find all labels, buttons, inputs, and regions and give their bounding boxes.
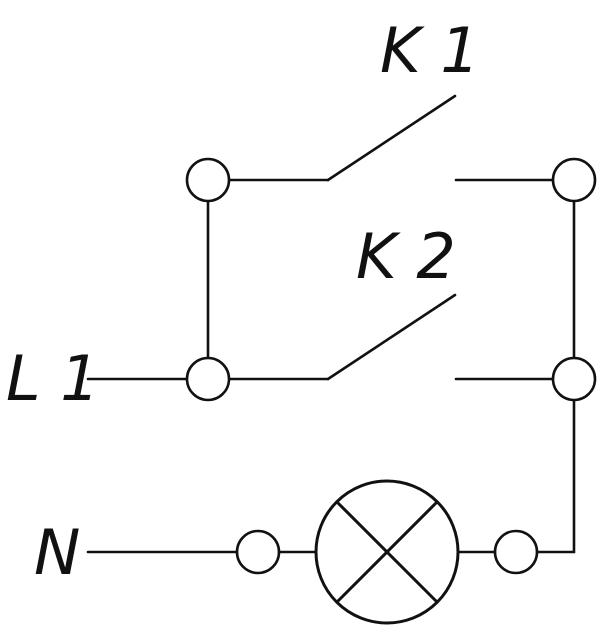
switches: [326, 94, 457, 381]
l1-label: L 1: [6, 342, 100, 415]
k2-switch-blade: [326, 293, 457, 381]
terminal-circle-icon: [185, 356, 231, 402]
terminal-circle-icon: [551, 157, 597, 203]
terminal-circle-icon: [493, 529, 539, 575]
terminal-circle-icon: [551, 356, 597, 402]
k2-label: K 2: [356, 220, 456, 293]
terminal-circle-icon: [185, 157, 231, 203]
wires: [86, 178, 576, 554]
right-down-wire: [535, 398, 576, 554]
lamp-cross-icon: [314, 479, 460, 625]
terminals: [185, 157, 597, 575]
lamp-cross-line: [335, 500, 439, 604]
terminal-circle-icon: [235, 529, 281, 575]
k1-label: K 1: [380, 14, 480, 87]
n-label: N: [34, 516, 80, 589]
k1-switch-blade: [326, 94, 457, 182]
